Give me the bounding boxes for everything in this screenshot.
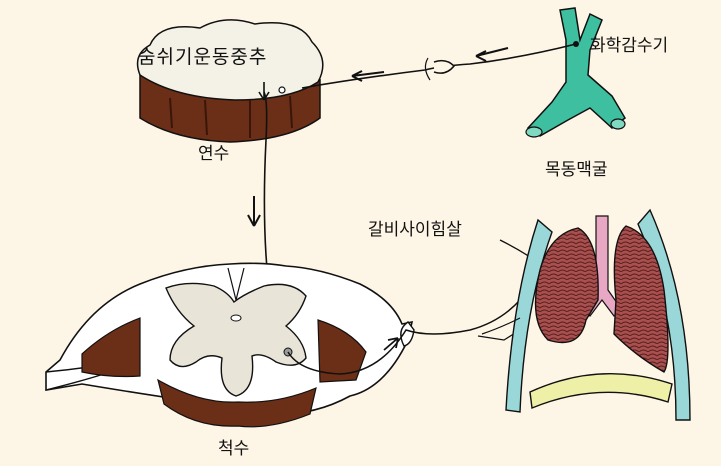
spinal-cord	[46, 263, 414, 426]
intercostal-muscle-label: 갈비사이힘살	[368, 222, 462, 239]
central-canal	[231, 315, 241, 321]
carotid-artery	[526, 8, 625, 137]
afferent-nerve	[279, 44, 576, 93]
thorax	[482, 210, 690, 420]
respiratory-center-label: 숨쉬기운동중추	[138, 48, 267, 67]
chemoreceptor-label: 화학감수기	[590, 38, 668, 55]
spinal-cord-label: 척수	[218, 441, 249, 458]
artery-body	[528, 8, 625, 136]
nerve-ganglion	[434, 61, 454, 73]
medulla-label: 연수	[198, 146, 229, 163]
medulla-block	[138, 20, 323, 142]
carotid-artery-label: 목동맥굴	[545, 162, 608, 179]
arrow-descending	[248, 196, 260, 226]
diaphragm	[530, 374, 672, 408]
